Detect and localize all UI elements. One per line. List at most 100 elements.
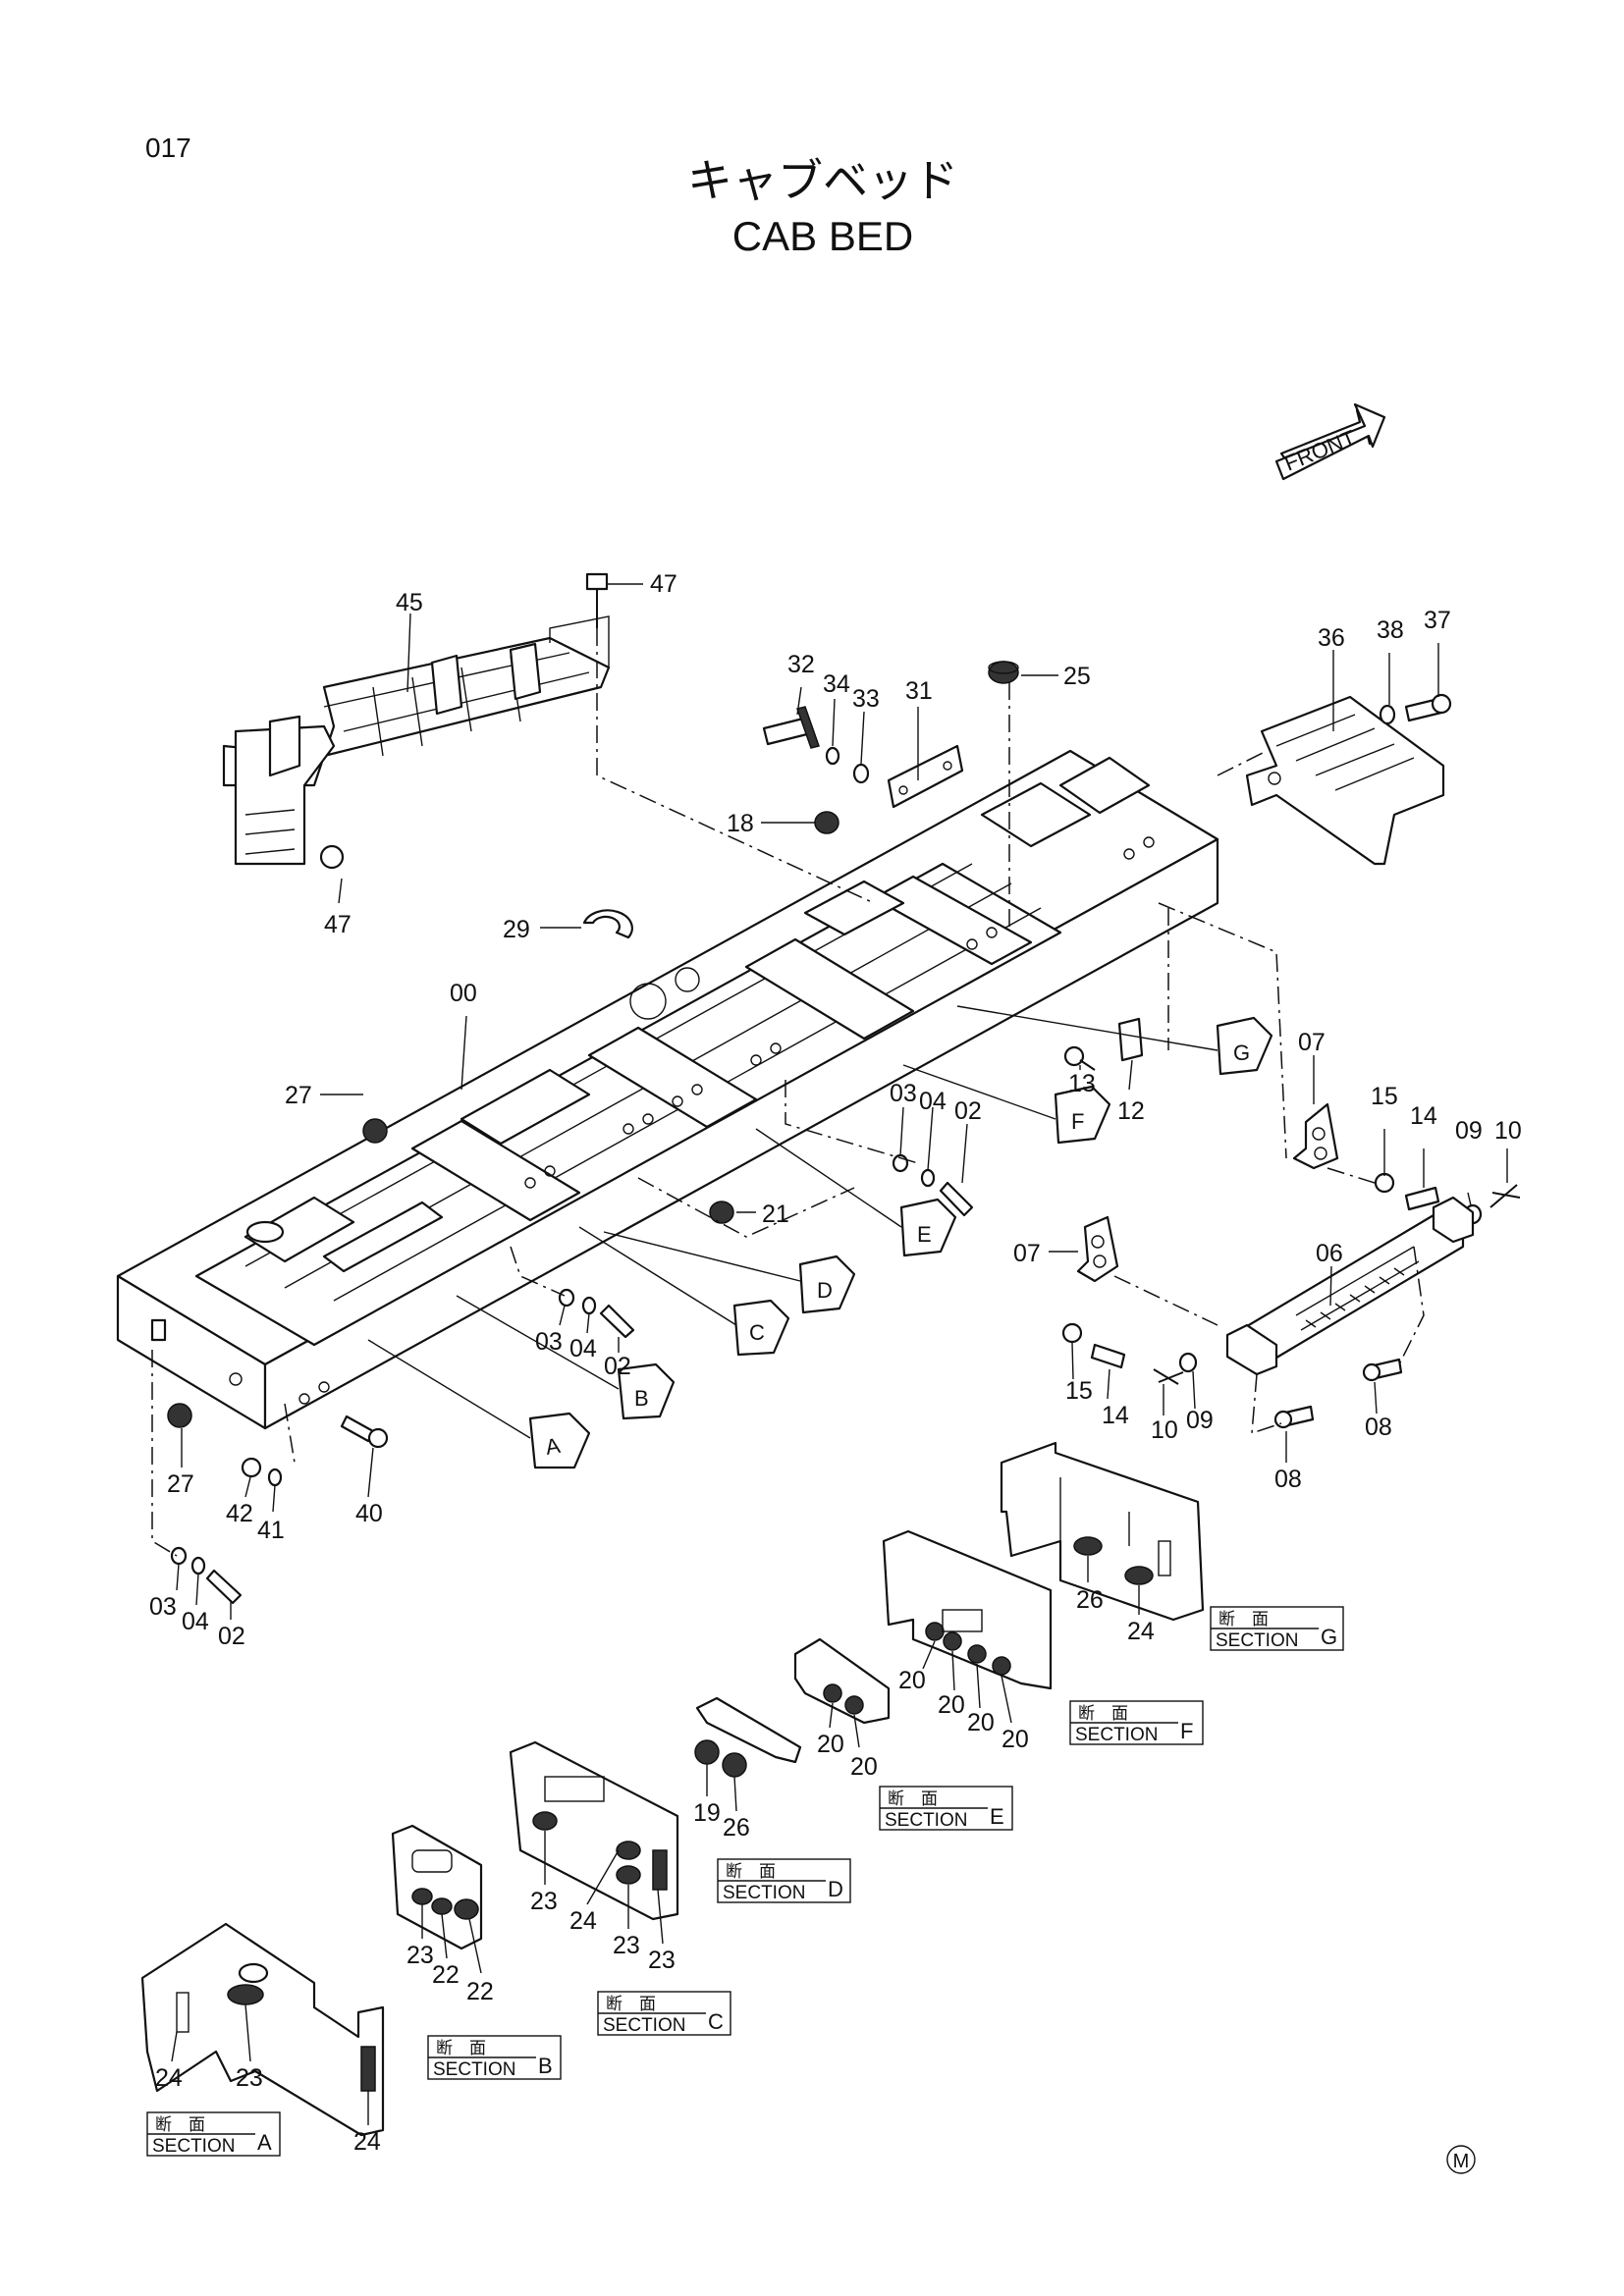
view-arrow-e: E xyxy=(899,1198,957,1257)
section-g-part xyxy=(1000,1441,1205,1622)
svg-text:F: F xyxy=(1180,1719,1193,1743)
washer-34-icon xyxy=(825,746,840,766)
cover-plate-36 xyxy=(1245,695,1445,866)
bolt-14-lower-icon xyxy=(1090,1343,1126,1369)
bolt-37-icon xyxy=(1404,693,1452,722)
callout-24-a-b: 24 xyxy=(353,2128,381,2156)
svg-text:F: F xyxy=(1071,1109,1084,1134)
view-arrow-b: B xyxy=(617,1362,676,1420)
callout-34: 34 xyxy=(823,670,850,698)
callout-labels: 45 47 47 32 34 33 31 25 36 38 37 18 29 0… xyxy=(149,570,1522,2156)
section-label-d: 断 面 SECTION D xyxy=(717,1858,851,1903)
front-label: FRONT xyxy=(1281,425,1360,476)
callout-20-f-b: 20 xyxy=(938,1691,965,1719)
leader-lines xyxy=(151,583,1508,2125)
callout-22-b-b: 22 xyxy=(466,1978,494,2005)
callout-08-right: 08 xyxy=(1365,1414,1392,1441)
svg-text:A: A xyxy=(257,2130,272,2155)
svg-text:E: E xyxy=(917,1222,932,1247)
callout-13: 13 xyxy=(1068,1070,1096,1097)
svg-text:断 面: 断 面 xyxy=(1218,1610,1269,1629)
section-label-c: 断 面 SECTION C xyxy=(597,1991,731,2036)
bolt-02-mid-icon xyxy=(939,1181,974,1217)
callout-10-lower: 10 xyxy=(1151,1416,1178,1444)
section-label-g: 断 面 SECTION G xyxy=(1210,1606,1344,1651)
callout-24-a-a: 24 xyxy=(155,2064,183,2092)
callout-24-c: 24 xyxy=(569,1907,597,1935)
section-label-b: 断 面 SECTION B xyxy=(427,2035,562,2080)
callout-19-d: 19 xyxy=(693,1799,721,1827)
callout-22-b-a: 22 xyxy=(432,1961,460,1989)
callout-14-upper: 14 xyxy=(1410,1102,1437,1130)
bracket-31 xyxy=(887,744,964,809)
washer-41-icon xyxy=(267,1468,283,1487)
svg-text:SECTION: SECTION xyxy=(1075,1725,1158,1745)
view-arrow-a: A xyxy=(528,1412,591,1469)
callout-42: 42 xyxy=(226,1500,253,1527)
svg-text:断 面: 断 面 xyxy=(436,2039,486,2057)
cab-bed-frame xyxy=(116,749,1219,1430)
view-arrow-d: D xyxy=(798,1255,856,1314)
svg-text:G: G xyxy=(1321,1625,1337,1649)
callout-23-c-a: 23 xyxy=(530,1888,558,1915)
washer-04-mid-icon xyxy=(920,1168,936,1188)
callout-18: 18 xyxy=(727,810,754,837)
section-d-part xyxy=(694,1696,802,1778)
svg-text:SECTION: SECTION xyxy=(433,2059,515,2080)
callout-29: 29 xyxy=(503,916,530,943)
callout-38: 38 xyxy=(1377,616,1404,644)
svg-text:E: E xyxy=(990,1804,1004,1829)
bolt-47-left-icon xyxy=(319,844,345,870)
callout-23-a: 23 xyxy=(236,2064,263,2092)
callout-03-mid: 03 xyxy=(890,1080,917,1107)
callout-20-e-b: 20 xyxy=(850,1753,878,1781)
svg-text:SECTION: SECTION xyxy=(603,2015,685,2036)
svg-text:SECTION: SECTION xyxy=(723,1883,805,1903)
svg-text:M: M xyxy=(1453,2151,1470,2172)
svg-text:D: D xyxy=(828,1877,843,1901)
pin-10-lower-icon xyxy=(1153,1368,1184,1385)
callout-47-left: 47 xyxy=(324,911,352,938)
pin-08-right-icon xyxy=(1362,1358,1403,1382)
callout-00: 00 xyxy=(450,980,477,1007)
callout-32: 32 xyxy=(787,651,815,678)
callout-09-upper: 09 xyxy=(1455,1117,1483,1145)
callout-04-low: 04 xyxy=(569,1335,597,1362)
title-english: CAB BED xyxy=(732,213,913,259)
section-f-part xyxy=(882,1529,1053,1690)
callout-45: 45 xyxy=(396,589,423,616)
page-number: 017 xyxy=(145,133,191,163)
grommet-18-icon xyxy=(814,811,839,834)
callout-23-c-c: 23 xyxy=(648,1947,676,1974)
callout-23-b: 23 xyxy=(406,1942,434,1969)
callout-24-g: 24 xyxy=(1127,1618,1155,1645)
washer-09-lower-icon xyxy=(1178,1352,1198,1373)
callout-40: 40 xyxy=(355,1500,383,1527)
svg-text:SECTION: SECTION xyxy=(885,1810,967,1831)
bolt-02-low-icon xyxy=(599,1304,635,1339)
pin-10-upper-icon xyxy=(1489,1184,1521,1208)
callout-47-top: 47 xyxy=(650,570,677,598)
svg-text:G: G xyxy=(1233,1041,1250,1065)
callout-15-upper: 15 xyxy=(1371,1083,1398,1110)
svg-text:断 面: 断 面 xyxy=(155,2115,205,2134)
grommet-21-icon xyxy=(709,1201,734,1224)
view-arrow-g: G xyxy=(1216,1016,1273,1076)
callout-02-mid: 02 xyxy=(954,1097,982,1125)
hinge-07-lower xyxy=(1076,1215,1119,1283)
callout-20-f-d: 20 xyxy=(1001,1726,1029,1753)
view-arrow-c: C xyxy=(732,1299,790,1357)
wing-bolt-32-icon xyxy=(762,706,820,749)
svg-text:B: B xyxy=(634,1386,649,1411)
svg-text:断 面: 断 面 xyxy=(606,1995,656,2013)
section-b-part xyxy=(391,1824,483,1950)
svg-text:D: D xyxy=(817,1278,833,1303)
washer-38-icon xyxy=(1379,704,1396,725)
callout-08-left: 08 xyxy=(1274,1466,1302,1493)
section-a-part xyxy=(140,1922,385,2137)
callout-31: 31 xyxy=(905,677,933,705)
bolt-13-icon xyxy=(1063,1045,1096,1071)
washer-03-bottom-icon xyxy=(170,1546,188,1566)
callout-27-top: 27 xyxy=(285,1082,312,1109)
